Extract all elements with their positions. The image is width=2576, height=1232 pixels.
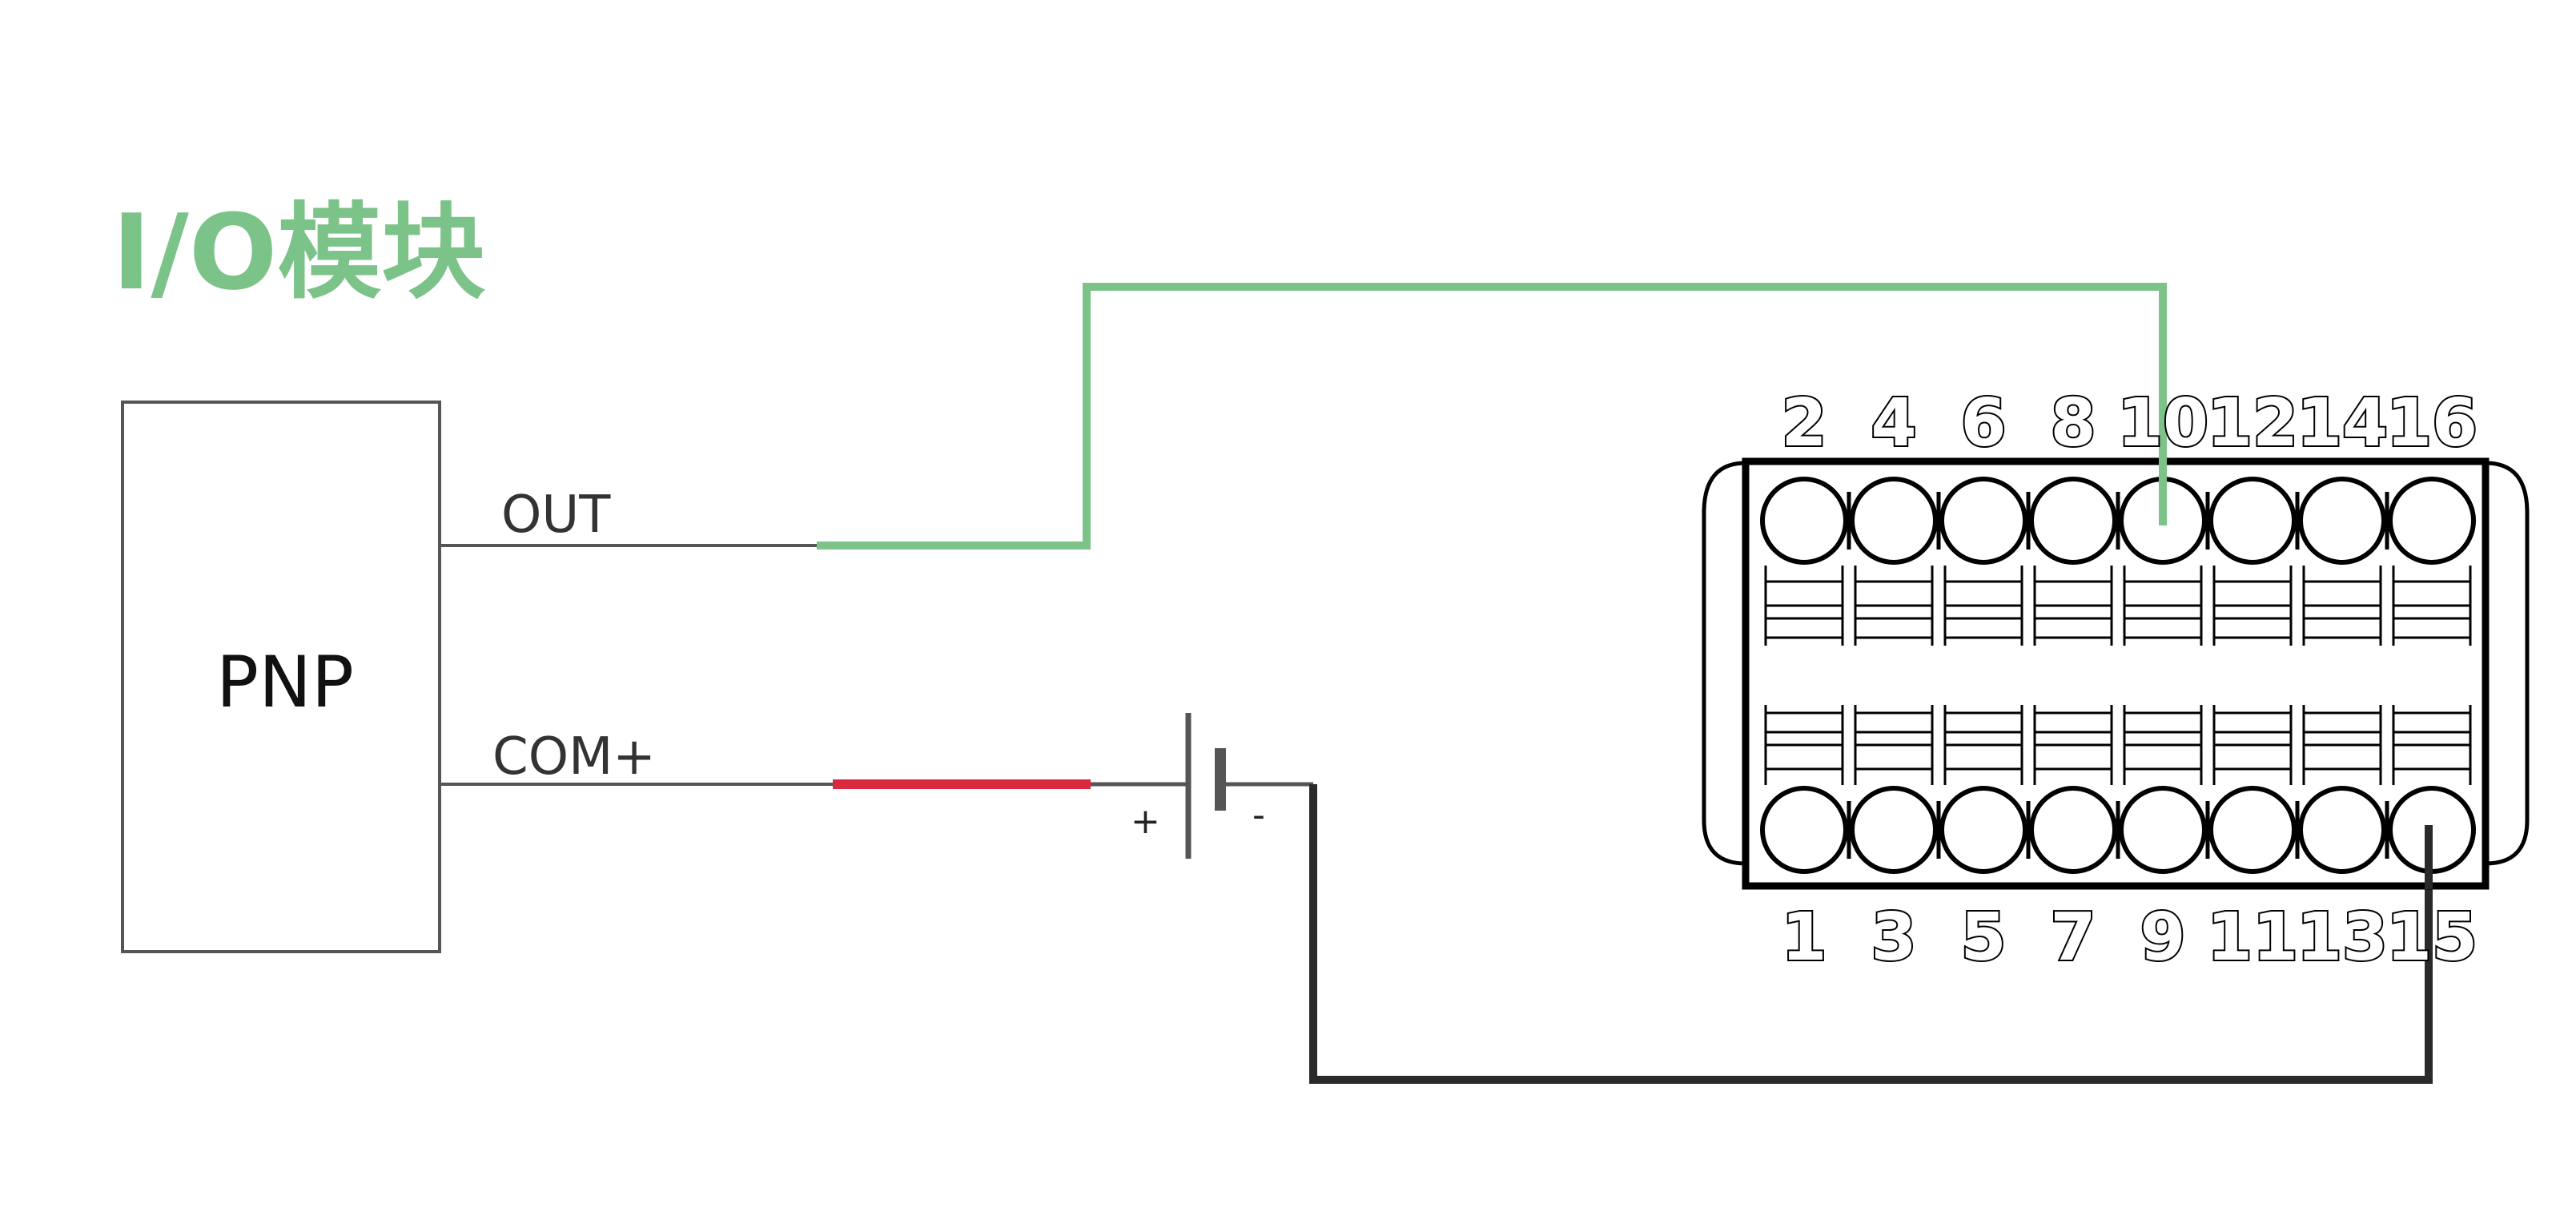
- terminal-screw-14: [2298, 477, 2386, 565]
- terminal-clamp: [1764, 705, 1844, 785]
- pin-label-bottom: 9: [2140, 900, 2185, 976]
- battery-plus-label: +: [1131, 801, 1160, 842]
- terminal-clamp: [2033, 705, 2113, 785]
- pin-label-bottom: 15: [2386, 900, 2478, 976]
- terminal-screw-1: [1760, 786, 1848, 874]
- signal-wire: [817, 283, 2167, 550]
- pnp-sensor-box: [121, 401, 441, 953]
- terminal-right-bracket: [2485, 461, 2530, 866]
- terminal-frame: [1742, 457, 2490, 890]
- terminal-clamp: [1764, 566, 1844, 646]
- terminal-screw-9: [2119, 786, 2207, 874]
- terminal-screw-16: [2388, 477, 2476, 565]
- terminal-screw-8: [2029, 477, 2117, 565]
- pin-label-bottom: 3: [1871, 900, 1916, 976]
- terminal-screw-2: [1760, 477, 1848, 565]
- terminal-clamp: [1854, 705, 1934, 785]
- pin-label-top: 2: [1781, 385, 1827, 461]
- terminal-clamp: [2302, 566, 2382, 646]
- terminal-clamp: [1943, 705, 2023, 785]
- battery: + -: [1091, 713, 1313, 859]
- negative-wire: [1309, 784, 2433, 1084]
- out-label: OUT: [501, 485, 611, 545]
- terminal-clamp: [2033, 566, 2113, 646]
- pin-label-top: 12: [2207, 385, 2298, 461]
- pin-label-top: 16: [2386, 385, 2478, 461]
- terminal-screw-13: [2298, 786, 2386, 874]
- terminal-screw-11: [2208, 786, 2297, 874]
- terminal-clamp: [2392, 705, 2472, 785]
- terminal-screw-12: [2208, 477, 2297, 565]
- terminal-clamp: [1943, 566, 2023, 646]
- terminal-clamp: [2123, 566, 2203, 646]
- pin-label-top: 6: [1960, 385, 2006, 461]
- pin-label-bottom: 11: [2207, 900, 2298, 976]
- terminal-screw-5: [1939, 786, 2027, 874]
- pnp-sensor: PNP: [121, 401, 441, 953]
- pin-label-top: 8: [2050, 385, 2096, 461]
- pin-label-bottom: 7: [2050, 900, 2096, 976]
- pin-label-top: 14: [2297, 385, 2388, 461]
- terminal-cells: [1760, 477, 2476, 874]
- terminal-clamp: [1854, 566, 1934, 646]
- terminal-clamp: [2212, 566, 2293, 646]
- pin-label-top: 4: [1871, 385, 1916, 461]
- terminal-screw-4: [1850, 477, 1938, 565]
- pin-label-bottom: 1: [1781, 900, 1827, 976]
- pin-label-bottom: 13: [2297, 900, 2388, 976]
- terminal-clamp: [2302, 705, 2382, 785]
- terminal-screw-6: [1939, 477, 2027, 565]
- terminal-clamp: [2123, 705, 2203, 785]
- pin-label-bottom: 5: [1960, 900, 2006, 976]
- terminal-screw-7: [2029, 786, 2117, 874]
- terminal-left-bracket: [1702, 461, 1746, 866]
- pnp-label: PNP: [216, 641, 354, 723]
- terminal-clamp: [2392, 566, 2472, 646]
- terminal-clamp: [2212, 705, 2293, 785]
- terminal-screw-3: [1850, 786, 1938, 874]
- battery-minus-label: -: [1252, 795, 1265, 835]
- com-label: COM+: [492, 727, 656, 787]
- diagram-title: I/O模块: [112, 191, 485, 313]
